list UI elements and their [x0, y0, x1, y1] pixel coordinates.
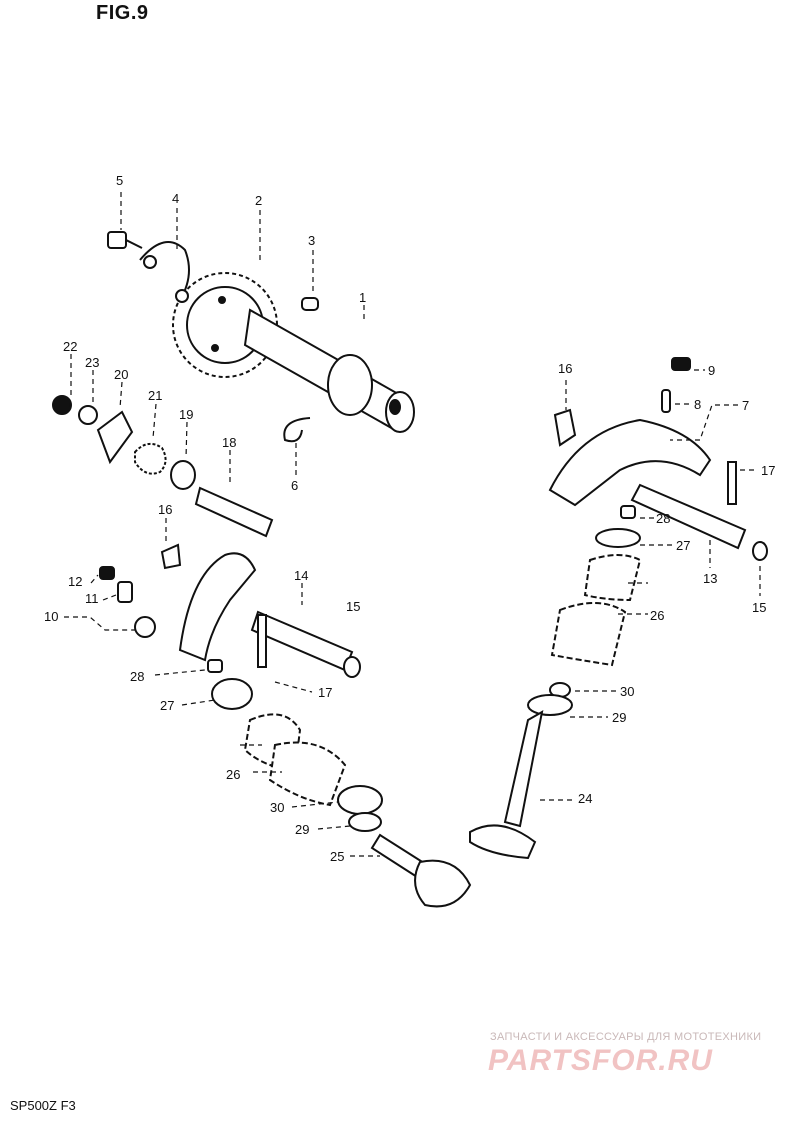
callout-26-right: 26 — [650, 608, 664, 623]
callout-30-right: 30 — [620, 684, 634, 699]
leader-lines — [64, 192, 761, 857]
left-valve-drawing — [211, 678, 472, 908]
callout-17-left: 17 — [318, 685, 332, 700]
callout-15-left: 15 — [346, 599, 360, 614]
callout-16-right: 16 — [558, 361, 572, 376]
callout-28-right: 28 — [656, 511, 670, 526]
callout-26-left: 26 — [226, 767, 240, 782]
callout-5: 5 — [116, 173, 123, 188]
callout-29-left: 29 — [295, 822, 309, 837]
callout-9: 9 — [708, 363, 715, 378]
callout-labels: 5 4 2 3 1 6 16 9 8 7 17 28 27 13 15 26 3… — [44, 173, 775, 864]
watermark-logo: PARTSFOR.RU — [488, 1044, 713, 1077]
callout-25: 25 — [330, 849, 344, 864]
callout-18: 18 — [222, 435, 236, 450]
decomp-parts-drawing — [52, 395, 274, 538]
figure-title: FIG.9 — [96, 2, 149, 24]
callout-12: 12 — [68, 574, 82, 589]
callout-6: 6 — [291, 478, 298, 493]
left-rocker-drawing — [99, 543, 361, 678]
callout-7: 7 — [742, 398, 749, 413]
callout-15-right: 15 — [752, 600, 766, 615]
callout-23: 23 — [85, 355, 99, 370]
callout-11: 11 — [85, 591, 99, 606]
callout-17-right: 17 — [761, 463, 775, 478]
callout-20: 20 — [114, 367, 128, 382]
callout-13: 13 — [703, 571, 717, 586]
callout-16-left: 16 — [158, 502, 172, 517]
callout-4: 4 — [172, 191, 179, 206]
callout-2: 2 — [255, 193, 262, 208]
callout-28-left: 28 — [130, 669, 144, 684]
right-valve-drawing — [469, 528, 642, 860]
sprocket-drawing — [172, 272, 278, 378]
callout-14: 14 — [294, 568, 308, 583]
bolt-and-bracket-drawing — [107, 231, 190, 303]
callout-1: 1 — [359, 290, 366, 305]
callout-3: 3 — [308, 233, 315, 248]
callout-19: 19 — [179, 407, 193, 422]
callout-27-right: 27 — [676, 538, 690, 553]
callout-8: 8 — [694, 397, 701, 412]
pin-and-clip-drawing — [283, 297, 319, 443]
callout-10: 10 — [44, 609, 58, 624]
callout-30-left: 30 — [270, 800, 284, 815]
callout-27-left: 27 — [160, 698, 174, 713]
callout-29-right: 29 — [612, 710, 626, 725]
callout-22: 22 — [63, 339, 77, 354]
callout-24: 24 — [578, 791, 592, 806]
camshaft-drawing — [243, 308, 415, 433]
right-rocker-drawing — [548, 357, 768, 561]
callout-21: 21 — [148, 388, 162, 403]
model-code: SP500Z F3 — [10, 1098, 76, 1113]
watermark-slogan: ЗАПЧАСТИ И АКСЕССУАРЫ ДЛЯ МОТОТЕХНИКИ — [490, 1031, 762, 1043]
